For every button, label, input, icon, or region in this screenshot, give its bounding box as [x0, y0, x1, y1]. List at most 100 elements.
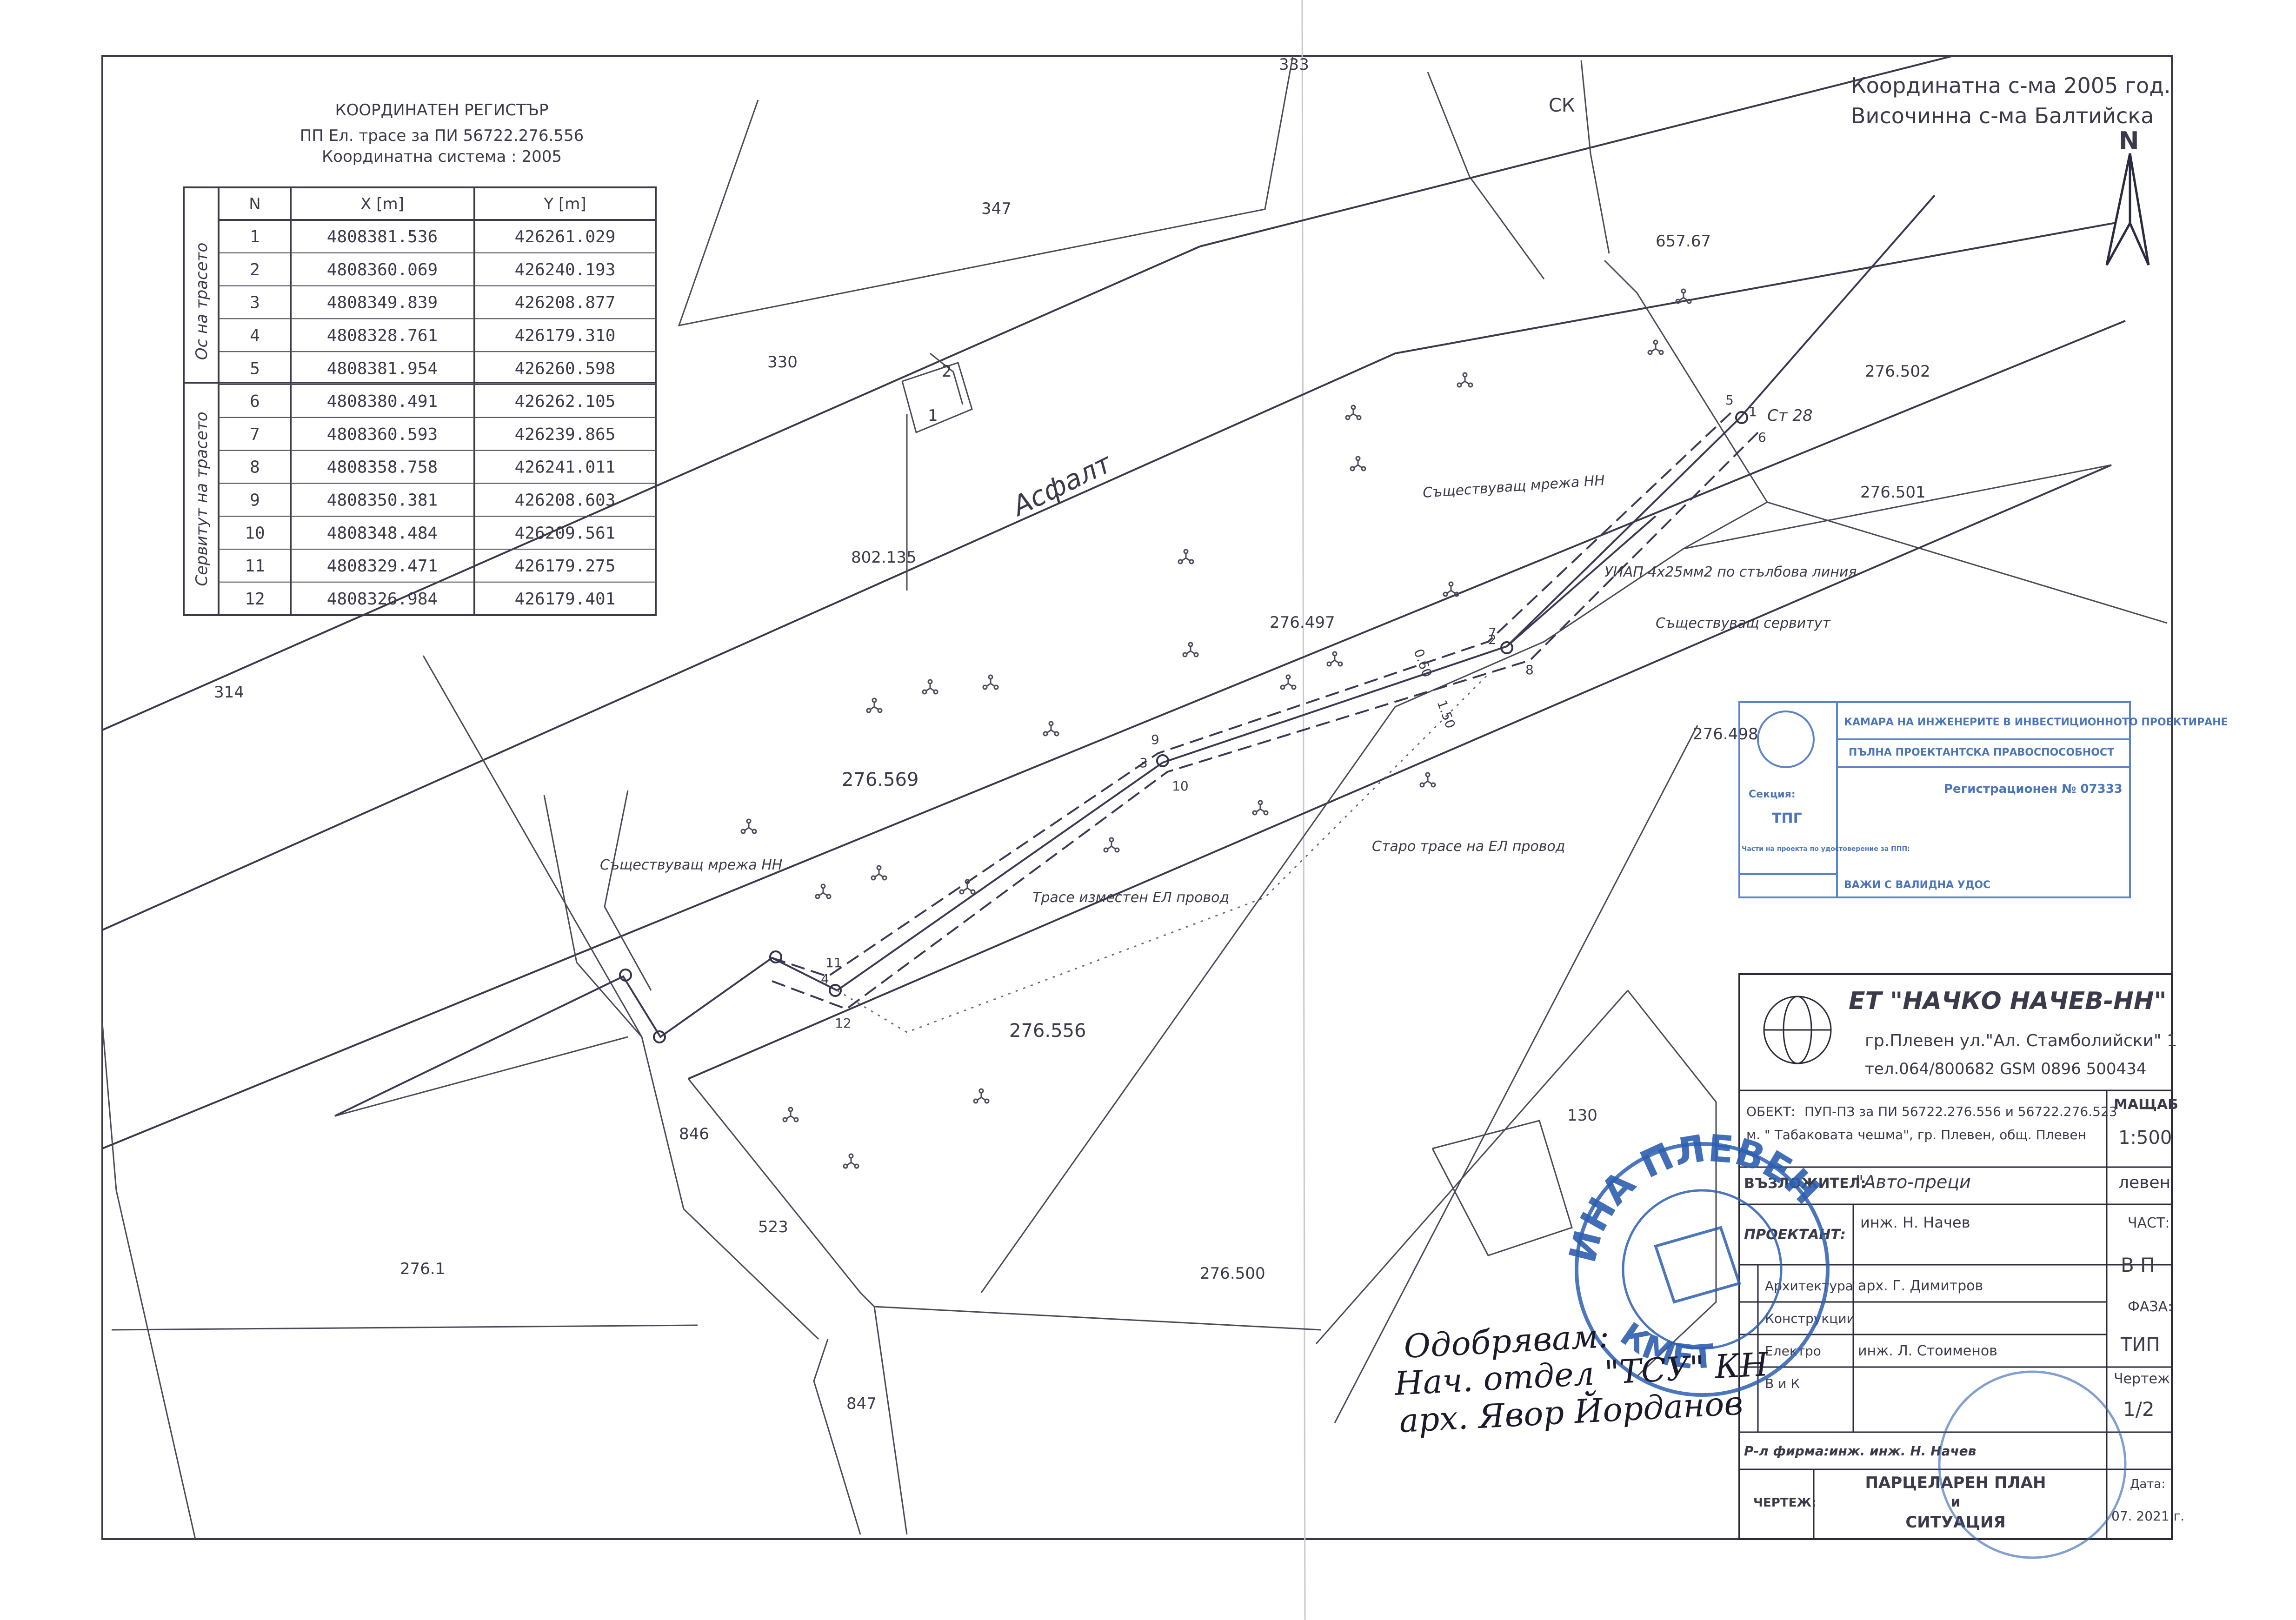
- parcel-276-1: 276.1: [400, 1260, 445, 1278]
- date-label: Дата:: [2130, 1477, 2165, 1491]
- object-label: ОБЕКТ:: [1746, 1104, 1795, 1119]
- register-cell-r10-c1: 10: [245, 524, 265, 543]
- register-cell-r7-c1: 7: [250, 425, 260, 444]
- parcel-276-501: 276.501: [1860, 483, 1926, 502]
- chamber-stamp-top: КАМАРА НА ИНЖЕНЕРИТЕ В ИНВЕСТИЦИОННОТО П…: [1844, 717, 2228, 728]
- group-axis-label: Ос на трасето: [193, 243, 211, 360]
- parcel-276-556: 276.556: [1009, 1020, 1086, 1042]
- company-phone: тел.064/800682 GSM 0896 500434: [1865, 1060, 2146, 1078]
- register-cell-r1-c2: 4808381.536: [327, 227, 438, 246]
- chamber-stamp-valid: ВАЖИ С ВАЛИДНА УДОС: [1844, 879, 1990, 891]
- constr-label: Конструкции: [1765, 1311, 1855, 1326]
- register-cell-r2-c3: 426240.193: [515, 260, 616, 279]
- drawing-title-1: ПАРЦЕЛАРЕН ПЛАН: [1865, 1474, 2046, 1492]
- parcel-314: 314: [214, 683, 244, 702]
- part-label: ЧАСТ:: [2128, 1215, 2170, 1231]
- north-label: N: [2119, 127, 2139, 155]
- chamber-stamp-reg: Регистрационен № 07333: [1944, 782, 2123, 796]
- designer-value: инж. Н. Начев: [1860, 1214, 1970, 1231]
- date-value: 07. 2021 г.: [2111, 1508, 2184, 1524]
- parcel-846: 846: [679, 1125, 709, 1143]
- scale-value: 1:500: [2118, 1127, 2172, 1149]
- height-system-note: Височинна с-ма Балтийска: [1851, 103, 2154, 128]
- owner-line: Р-л фирма:инж. инж. Н. Начев: [1744, 1443, 1976, 1459]
- register-cell-r8-c2: 4808358.758: [327, 458, 438, 477]
- sheet-label: Чертеж:: [2114, 1371, 2175, 1387]
- old-route-line: [837, 673, 1489, 1033]
- register-cell-r6-c1: 6: [250, 392, 260, 411]
- register-cell-r4-c2: 4808328.761: [327, 326, 438, 345]
- register-system: Координатна система : 2005: [322, 147, 562, 166]
- register-cell-r7-c3: 426239.865: [515, 425, 616, 444]
- drawing-label: ЧЕРТЕЖ:: [1753, 1496, 1817, 1510]
- electro-value: инж. Л. Стоименов: [1858, 1343, 1997, 1359]
- register-cell-r3-c2: 4808349.839: [327, 293, 438, 312]
- client-value: "Авто-преци: [1856, 1172, 1971, 1192]
- register-cell-r10-c2: 4808348.484: [327, 524, 438, 543]
- point-12: 12: [835, 1016, 852, 1031]
- register-cell-r11-c2: 4808329.471: [327, 557, 438, 576]
- register-cell-r9-c2: 4808350.381: [327, 491, 438, 510]
- point-5: 5: [1725, 392, 1734, 408]
- parcel-130: 130: [1567, 1106, 1597, 1125]
- asphalt-road: [102, 55, 2140, 1149]
- col-header-x: X [m]: [360, 195, 404, 213]
- register-cell-r5-c1: 5: [250, 359, 260, 378]
- chamber-stamp-parts: Части на проекта по удостоверение за ППП…: [1742, 845, 1910, 853]
- existing-nn-label-2: Съществуващ мрежа НН: [600, 857, 782, 873]
- point-11: 11: [825, 955, 842, 970]
- north-arrow-icon: [2105, 153, 2150, 266]
- register-cell-r9-c3: 426208.603: [515, 491, 616, 510]
- register-cell-r10-c3: 426209.561: [515, 524, 616, 543]
- cable-label: УИАП 4x25мм2 по стълбова линия: [1604, 564, 1857, 580]
- register-subtitle: ПП Ел. трасе за ПИ 56722.276.556: [300, 126, 584, 145]
- register-cell-r4-c1: 4: [250, 326, 260, 345]
- register-cell-r9-c1: 9: [250, 491, 260, 510]
- register-cell-r7-c2: 4808360.593: [327, 425, 438, 444]
- coord-system-note: Координатна с-ма 2005 год.: [1851, 73, 2171, 98]
- register-cell-r3-c3: 426208.877: [515, 293, 616, 312]
- register-cell-r1-c1: 1: [250, 227, 260, 246]
- parcel-333: 333: [1279, 55, 1309, 74]
- arch-value: арх. Г. Димитров: [1858, 1278, 1983, 1294]
- register-cell-r12-c2: 4808326.984: [327, 590, 438, 609]
- point-3: 3: [1139, 755, 1148, 770]
- register-cell-r11-c1: 11: [245, 557, 265, 576]
- company-address: гр.Плевен ул."Ал. Стамболийски" 1: [1865, 1031, 2177, 1050]
- object-text-2: м. " Табаковата чешма", гр. Плевен, общ.…: [1746, 1127, 2086, 1142]
- chamber-stamp-line2: ПЪЛНА ПРОЕКТАНТСКА ПРАВОСПОСОБНОСТ: [1849, 747, 2114, 758]
- register-cell-r12-c1: 12: [245, 590, 265, 609]
- old-route-label: Старо трасе на ЕЛ провод: [1372, 838, 1565, 855]
- parcel-276-502: 276.502: [1865, 362, 1930, 381]
- ck-label: СК: [1549, 95, 1575, 116]
- register-cell-r12-c3: 426179.401: [515, 590, 616, 609]
- client-tail: левен: [2118, 1173, 2170, 1192]
- scale-label: МАЩАБ: [2114, 1096, 2178, 1113]
- parcel-523: 523: [758, 1218, 788, 1236]
- register-cell-r5-c2: 4808381.954: [327, 359, 438, 378]
- register-cell-r5-c3: 426260.598: [515, 359, 616, 378]
- register-cell-r6-c2: 4808380.491: [327, 392, 438, 411]
- register-cell-r3-c1: 3: [250, 293, 260, 312]
- register-cell-r4-c3: 426179.310: [515, 326, 616, 345]
- designer-label: ПРОЕКТАНТ:: [1744, 1227, 1846, 1243]
- register-cell-r2-c1: 2: [250, 260, 260, 279]
- phase-label: ФАЗА:: [2128, 1299, 2172, 1315]
- parcel-276-498: 276.498: [1693, 725, 1758, 744]
- existing-nn-network: [334, 194, 1936, 1117]
- building-1: 1: [928, 406, 938, 425]
- st28-label: Ст 28: [1767, 406, 1813, 425]
- existing-servitude-label: Съществуващ сервитут: [1656, 615, 1831, 631]
- parcel-802-135: 802.135: [851, 548, 917, 567]
- building-2: 2: [942, 362, 952, 381]
- sheet-value: 1/2: [2123, 1398, 2155, 1421]
- register-cell-r1-c3: 426261.029: [515, 227, 616, 246]
- pole-markers: [619, 411, 1748, 1043]
- part-value: В П: [2121, 1254, 2155, 1276]
